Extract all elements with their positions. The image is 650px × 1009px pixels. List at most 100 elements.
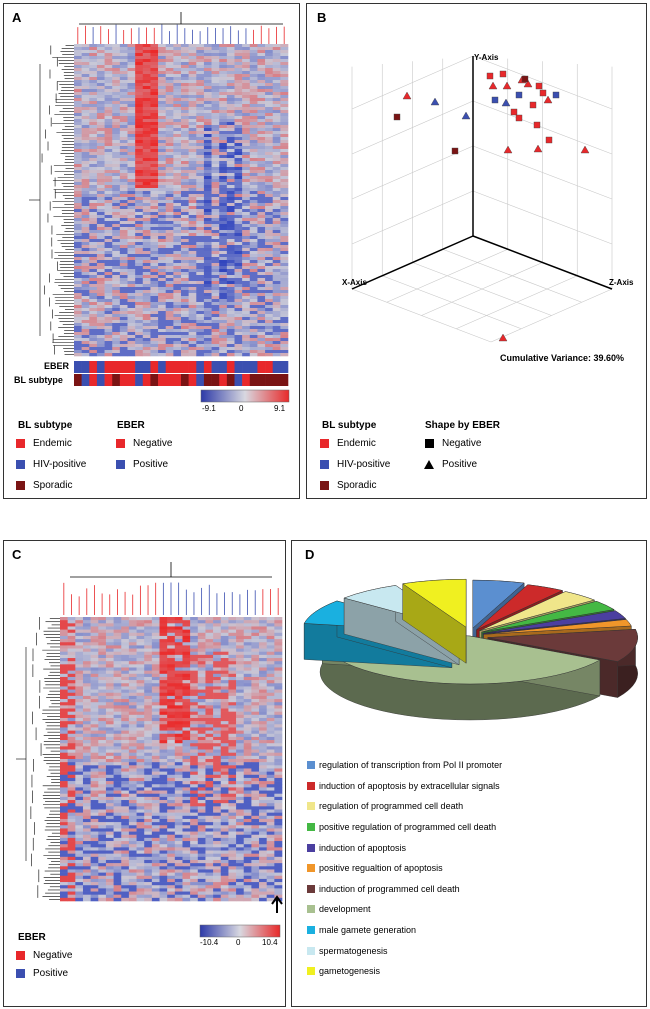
heatmap-cell	[203, 293, 212, 297]
heatmap-cell	[96, 149, 105, 153]
heatmap-cell	[219, 290, 228, 294]
heatmap-cell	[213, 635, 222, 640]
heatmap-cell	[203, 299, 212, 303]
heatmap-cell	[211, 215, 220, 219]
heatmap-cell	[228, 781, 237, 785]
heatmap-cell	[265, 266, 274, 270]
heatmap-cell	[259, 661, 267, 665]
heatmap-cell	[205, 800, 214, 804]
heatmap-cell	[135, 113, 144, 117]
heatmap-cell	[104, 290, 113, 294]
heatmap-cell	[74, 56, 82, 60]
heatmap-cell	[242, 290, 251, 294]
heatmap-cell	[142, 221, 151, 225]
heatmap-cell	[112, 176, 121, 180]
heatmap-cell	[272, 119, 281, 123]
heatmap-cell	[197, 743, 206, 747]
heatmap-cell	[112, 86, 121, 90]
heatmap-cell	[173, 110, 182, 114]
heatmap-cell	[213, 765, 222, 769]
heatmap-cell	[251, 670, 260, 675]
heatmap-cell	[105, 711, 114, 716]
heatmap-cell	[96, 53, 105, 57]
heatmap-cell	[280, 335, 289, 339]
heatmap-cell	[203, 278, 212, 282]
heatmap-cell	[266, 686, 275, 690]
heatmap-cell	[105, 777, 114, 782]
heatmap-cell	[182, 730, 191, 735]
heatmap-cell	[236, 736, 245, 741]
heatmap-cell	[136, 777, 145, 782]
heatmap-cell	[142, 47, 151, 51]
heatmap-cell	[89, 182, 98, 186]
heatmap-cell	[242, 206, 251, 210]
heatmap-cell	[234, 143, 243, 147]
heatmap-cell	[197, 796, 206, 801]
heatmap-cell	[243, 746, 252, 750]
heatmap-cell	[265, 56, 274, 60]
heatmap-cell	[280, 68, 289, 72]
legend-hiv: HIV-positive	[16, 459, 86, 470]
heatmap-cell	[90, 774, 99, 779]
heatmap-cell	[234, 281, 243, 285]
heatmap-cell	[188, 212, 197, 216]
heatmap-cell	[219, 296, 228, 300]
heatmap-cell	[243, 695, 252, 700]
heatmap-cell	[121, 686, 130, 690]
heatmap-cell	[96, 185, 105, 189]
heatmap-cell	[67, 717, 76, 722]
heatmap-cell	[121, 784, 130, 788]
heatmap-cell	[211, 119, 220, 123]
heatmap-cell	[136, 740, 145, 744]
heatmap-cell	[158, 110, 167, 114]
heatmap-cell	[89, 263, 98, 267]
heatmap-cell	[197, 651, 206, 656]
heatmap-cell	[89, 167, 98, 171]
heatmap-cell	[242, 308, 251, 312]
heatmap-cell	[119, 92, 128, 96]
heatmap-cell	[181, 137, 189, 141]
heatmap-cell	[90, 711, 99, 716]
heatmap-cell	[151, 632, 160, 637]
eber-cell	[265, 361, 274, 373]
heatmap-cell	[181, 299, 189, 303]
heatmap-cell	[243, 800, 252, 804]
heatmap-cell	[280, 248, 289, 252]
heatmap-cell	[81, 212, 90, 216]
heatmap-cell	[159, 755, 168, 760]
heatmap-cell	[188, 293, 197, 297]
heatmap-cell	[127, 326, 136, 330]
heatmap-cell	[142, 146, 151, 150]
heatmap-cell	[280, 275, 289, 279]
heatmap-cell	[98, 702, 107, 706]
heatmap-cell	[98, 743, 107, 747]
heatmap-cell	[259, 635, 267, 640]
heatmap-cell	[257, 254, 266, 258]
heatmap-cell	[74, 125, 82, 129]
heatmap-cell	[81, 68, 90, 72]
heatmap-cell	[265, 68, 274, 72]
heatmap-cell	[74, 107, 82, 111]
heatmap-cell	[265, 92, 274, 96]
heatmap-cell	[257, 227, 266, 231]
heatmap-cell	[173, 221, 182, 225]
heatmap-cell	[242, 212, 251, 216]
heatmap-cell	[127, 116, 136, 120]
heatmap-cell	[219, 44, 228, 48]
heatmap-cell	[236, 765, 245, 769]
heatmap-cell	[128, 658, 137, 662]
heatmap-cell	[127, 182, 136, 186]
heatmap-cell	[243, 632, 252, 637]
heatmap-cell	[272, 53, 281, 57]
heatmap-cell	[196, 269, 205, 273]
heatmap-cell	[226, 338, 235, 342]
heatmap-cell	[144, 617, 153, 621]
heatmap-cell	[220, 793, 229, 798]
heatmap-cell	[165, 338, 174, 342]
heatmap-cell	[159, 695, 168, 700]
heatmap-cell	[96, 59, 105, 63]
heatmap-cell	[188, 275, 197, 279]
heatmap-cell	[173, 50, 182, 54]
heatmap-cell	[60, 743, 68, 747]
heatmap-cell	[272, 305, 281, 309]
